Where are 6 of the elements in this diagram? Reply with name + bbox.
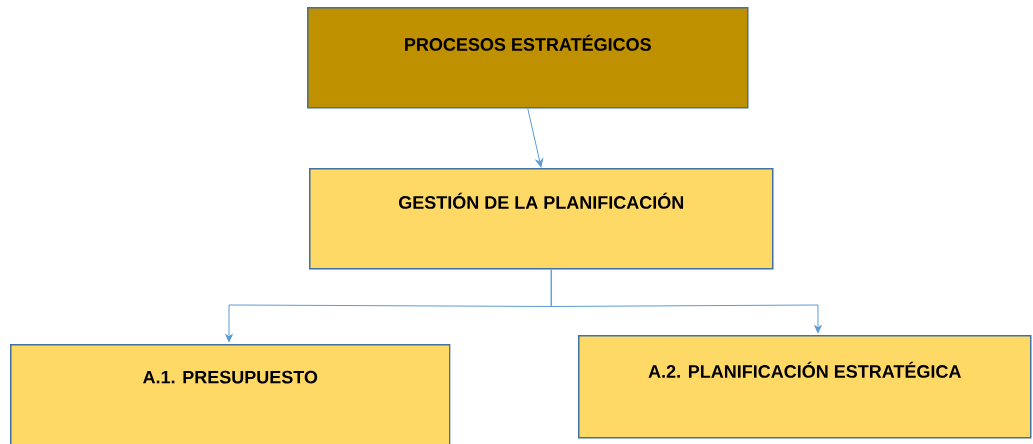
process-box: GESTIÓN DE LA PLANIFICACIÓN [309,168,774,270]
arrow [527,108,544,168]
process-box: PROCESOS ESTRATÉGICOS [307,7,749,109]
process-box: A.2. PLANIFICACIÓN ESTRATÉGICA [578,335,1032,439]
arrow [550,269,822,334]
process-box: A.1. PRESUPUESTO [10,344,451,444]
